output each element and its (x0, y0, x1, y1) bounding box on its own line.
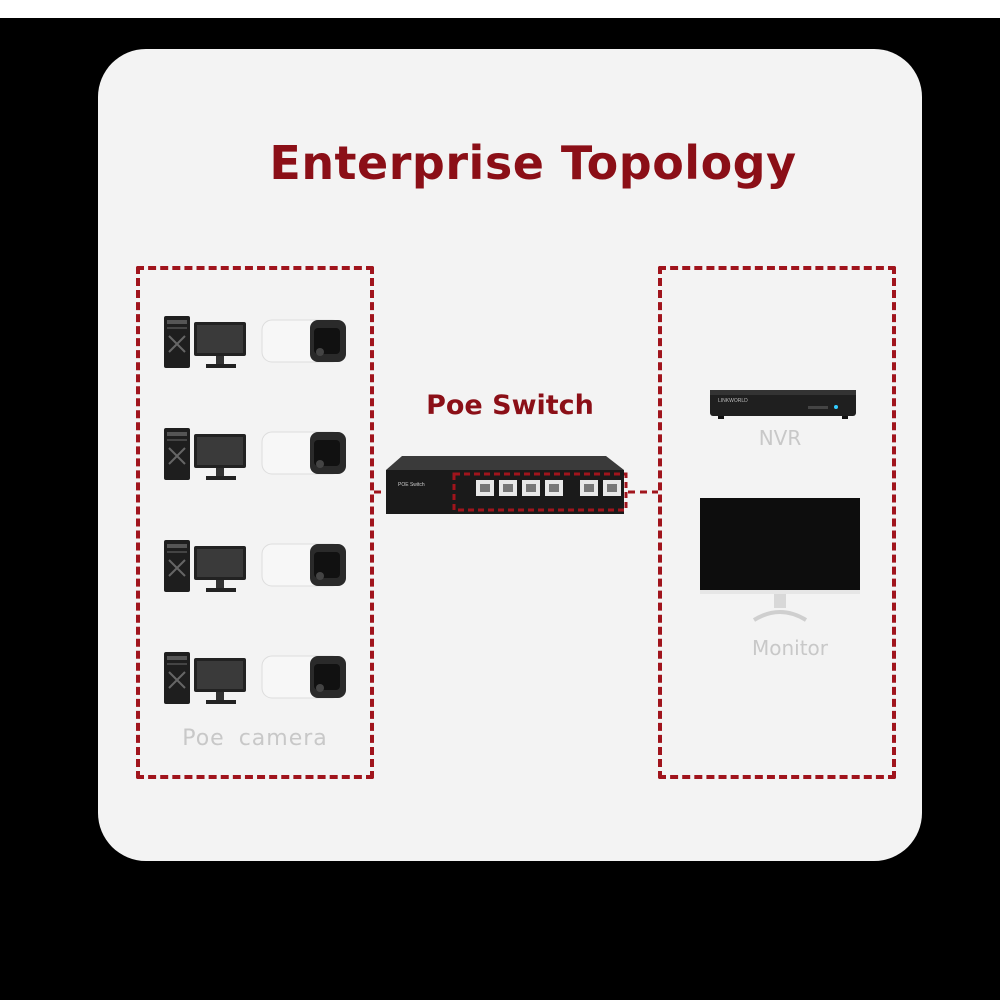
nvr-brand-text: LINKWORLD (718, 398, 748, 404)
diagram-title: Enterprise Topology (269, 136, 797, 190)
switch-port-highlight (452, 472, 628, 512)
nvr-icon: LINKWORLD (710, 390, 856, 419)
switch-label: Poe Switch (426, 390, 594, 421)
computer-icon (164, 316, 246, 368)
poe-switch-icon: POE Switch (386, 456, 628, 514)
bullet-camera-icon (261, 655, 346, 699)
top-strip (0, 0, 1000, 18)
camera-pair (160, 536, 360, 596)
bullet-camera-icon (261, 319, 346, 363)
camera-pair (160, 648, 360, 708)
camera-pair (160, 424, 360, 484)
computer-icon (164, 428, 246, 480)
camera-group-label: Poe camera (182, 726, 328, 751)
recorder-group-box (658, 266, 896, 779)
computer-icon (164, 540, 246, 592)
monitor-label: Monitor (751, 636, 829, 660)
nvr-label: NVR (758, 426, 802, 450)
monitor-icon (700, 498, 860, 622)
switch-brand-text: POE Switch (398, 482, 425, 488)
camera-group-box (136, 266, 374, 779)
computer-icon (164, 652, 246, 704)
bullet-camera-icon (261, 543, 346, 587)
camera-pair (160, 312, 360, 372)
bullet-camera-icon (261, 431, 346, 475)
